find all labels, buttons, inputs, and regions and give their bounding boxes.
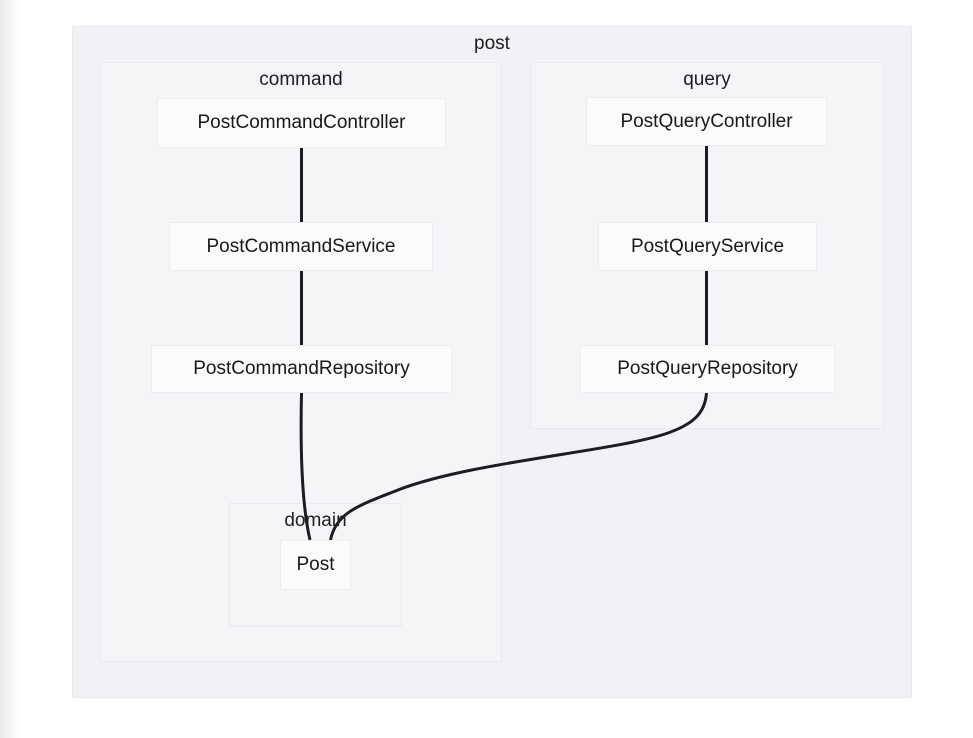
- group-query-label: query: [683, 69, 731, 90]
- group-domain-label: domain: [284, 510, 347, 531]
- node-label: PostCommandController: [197, 112, 406, 133]
- node-label: PostCommandService: [206, 235, 396, 257]
- node-post-query-controller: PostQueryController: [586, 97, 827, 146]
- node-label: PostQueryController: [620, 110, 793, 132]
- node-post-query-service: PostQueryService: [598, 222, 817, 271]
- node-post: Post: [280, 540, 351, 590]
- page-left-texture: [0, 0, 20, 738]
- node-post-command-controller: PostCommandController: [157, 98, 446, 148]
- group-post-label: post: [474, 33, 510, 54]
- node-label: Post: [296, 554, 335, 575]
- node-label: PostQueryRepository: [617, 358, 798, 379]
- node-post-query-repository: PostQueryRepository: [580, 345, 835, 393]
- node-label: PostQueryService: [630, 235, 785, 257]
- node-label: PostCommandRepository: [193, 358, 410, 379]
- node-post-command-repository: PostCommandRepository: [151, 345, 452, 393]
- group-command-label: command: [259, 69, 343, 90]
- node-post-command-service: PostCommandService: [169, 222, 433, 271]
